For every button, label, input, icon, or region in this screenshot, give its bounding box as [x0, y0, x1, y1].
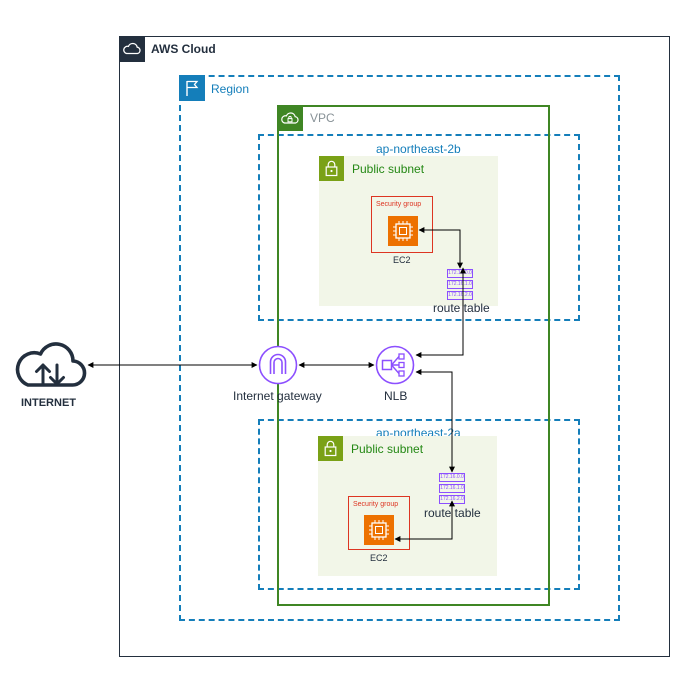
subnet-a-title: Public subnet: [351, 442, 424, 456]
cloud-icon: [122, 41, 142, 57]
ec2-a-label: EC2: [370, 553, 388, 563]
vpc-cloud-icon: [280, 109, 300, 127]
nlb-label: NLB: [384, 389, 408, 403]
region-title: Region: [211, 82, 250, 96]
route-table-row: 172.16.1.0: [447, 280, 473, 289]
security-group-b: [371, 196, 433, 253]
internet-cloud[interactable]: [12, 340, 88, 394]
route-table-row: 172.16.2.0: [447, 291, 473, 300]
subnet-b-title: Public subnet: [352, 162, 425, 176]
flag-icon: [184, 79, 200, 97]
security-group-b-title: Security group: [376, 201, 422, 208]
security-group-a-title: Security group: [353, 501, 399, 508]
internet-gateway-label: Internet gateway: [233, 389, 322, 403]
internet-gateway-icon: [258, 345, 298, 385]
ec2-icon: [388, 216, 418, 246]
route-table-a[interactable]: 172.16.0.0 172.16.1.0 172.16.2.0: [439, 473, 465, 504]
internet-label: INTERNET: [21, 397, 76, 409]
route-table-b-label: route table: [433, 301, 490, 315]
aws-cloud-group: [119, 36, 670, 657]
vpc-title: VPC: [310, 111, 335, 125]
region-badge: [179, 75, 205, 101]
ec2-instance-a[interactable]: [364, 515, 394, 545]
route-table-row: 172.16.2.0: [439, 495, 465, 504]
aws-cloud-title: AWS Cloud: [151, 42, 216, 56]
ec2-instance-b[interactable]: [388, 216, 418, 246]
lock-icon: [324, 440, 337, 457]
network-load-balancer[interactable]: [375, 345, 415, 385]
route-table-row: 172.16.1.0: [439, 484, 465, 493]
region-group: [179, 75, 620, 621]
internet-gateway[interactable]: [258, 345, 298, 385]
aws-cloud-badge: [119, 36, 145, 62]
route-table-row: 172.16.0.0: [439, 473, 465, 482]
subnet-b-badge: [319, 156, 344, 181]
route-table-b[interactable]: 172.16.0.0 172.16.1.0 172.16.2.0: [447, 269, 473, 300]
lock-icon: [325, 160, 338, 177]
internet-cloud-icon: [15, 342, 87, 387]
az-northeast-2b-title: ap-northeast-2b: [376, 142, 461, 156]
ec2-b-label: EC2: [393, 255, 411, 265]
load-balancer-icon: [375, 345, 415, 385]
ec2-icon: [364, 515, 394, 545]
route-table-row: 172.16.0.0: [447, 269, 473, 278]
vpc-badge: [277, 105, 303, 131]
subnet-a-badge: [318, 436, 343, 461]
route-table-a-label: route table: [424, 506, 481, 520]
